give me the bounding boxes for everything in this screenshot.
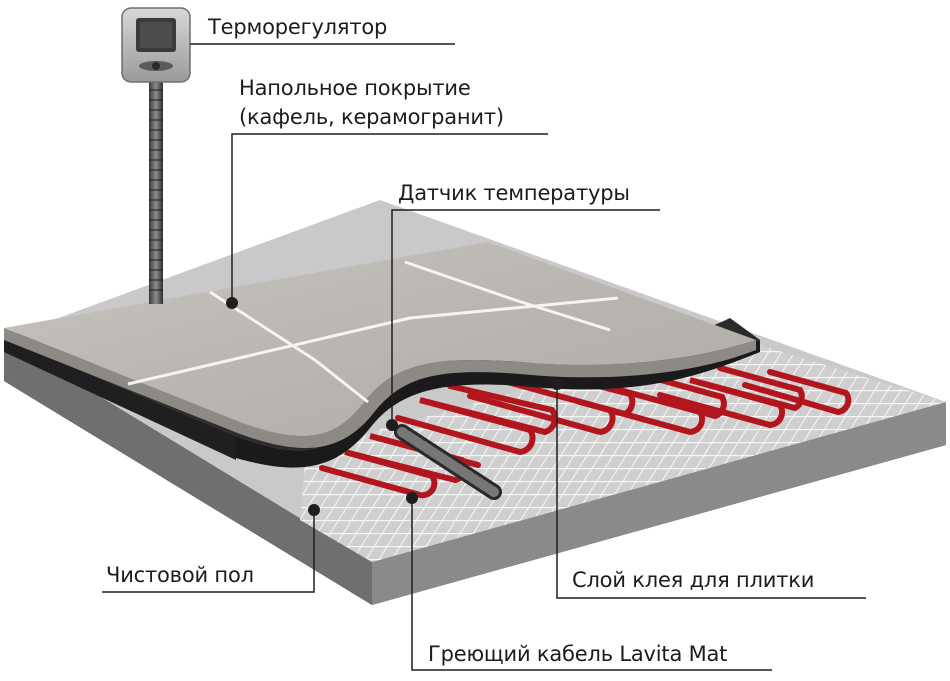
label-temp-sensor: Датчик температуры <box>398 181 630 205</box>
thermostat-icon <box>121 7 191 83</box>
heating-cable <box>319 365 852 499</box>
leader-lines <box>102 43 866 671</box>
leader-floor-covering <box>231 133 548 303</box>
leader-temp-sensor <box>391 209 660 425</box>
label-finish-floor: Чистовой пол <box>106 563 254 587</box>
thermostat-conduit <box>149 78 163 304</box>
sensor-probe-icon <box>394 424 502 500</box>
leader-dots <box>226 297 563 516</box>
leader-cable <box>411 498 772 671</box>
label-adhesive-layer: Слой клея для плитки <box>572 568 815 592</box>
label-floor-covering-line1: Напольное покрытие <box>239 76 471 100</box>
leader-finish-floor <box>102 510 315 593</box>
leader-adhesive <box>556 384 866 599</box>
label-floor-covering-line2: (кафель, керамогранит) <box>239 105 504 129</box>
label-thermostat: Терморегулятор <box>208 15 388 39</box>
label-heating-cable: Греющий кабель Lavita Mat <box>428 642 728 666</box>
